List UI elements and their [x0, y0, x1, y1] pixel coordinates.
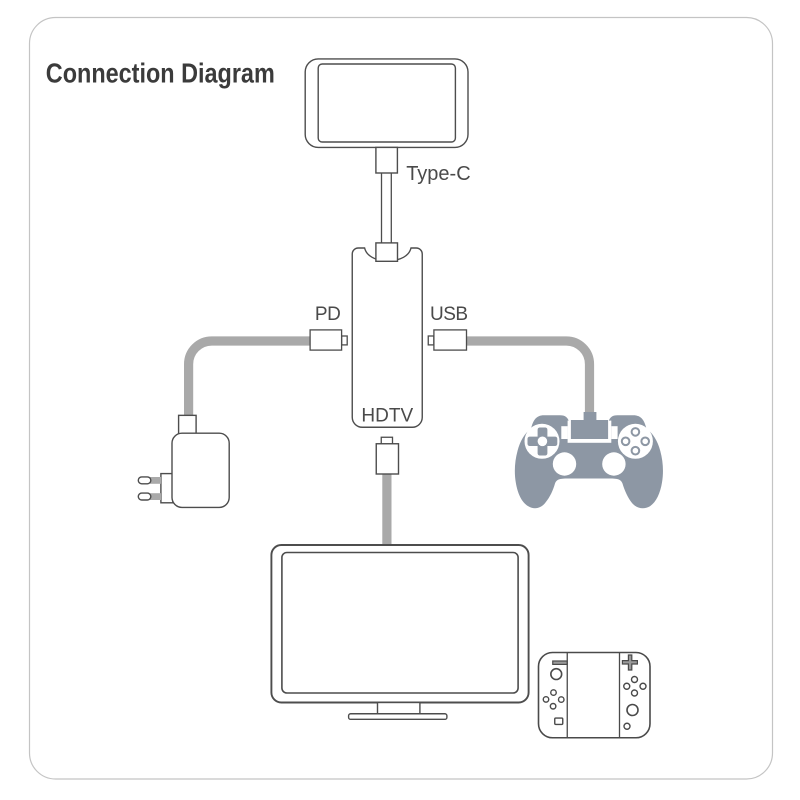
svg-text:PD: PD [315, 304, 340, 325]
svg-text:HDTV: HDTV [361, 405, 413, 426]
svg-text:Type-C: Type-C [406, 163, 470, 185]
svg-text:Connection Diagram: Connection Diagram [46, 59, 275, 89]
svg-text:USB: USB [430, 304, 468, 325]
